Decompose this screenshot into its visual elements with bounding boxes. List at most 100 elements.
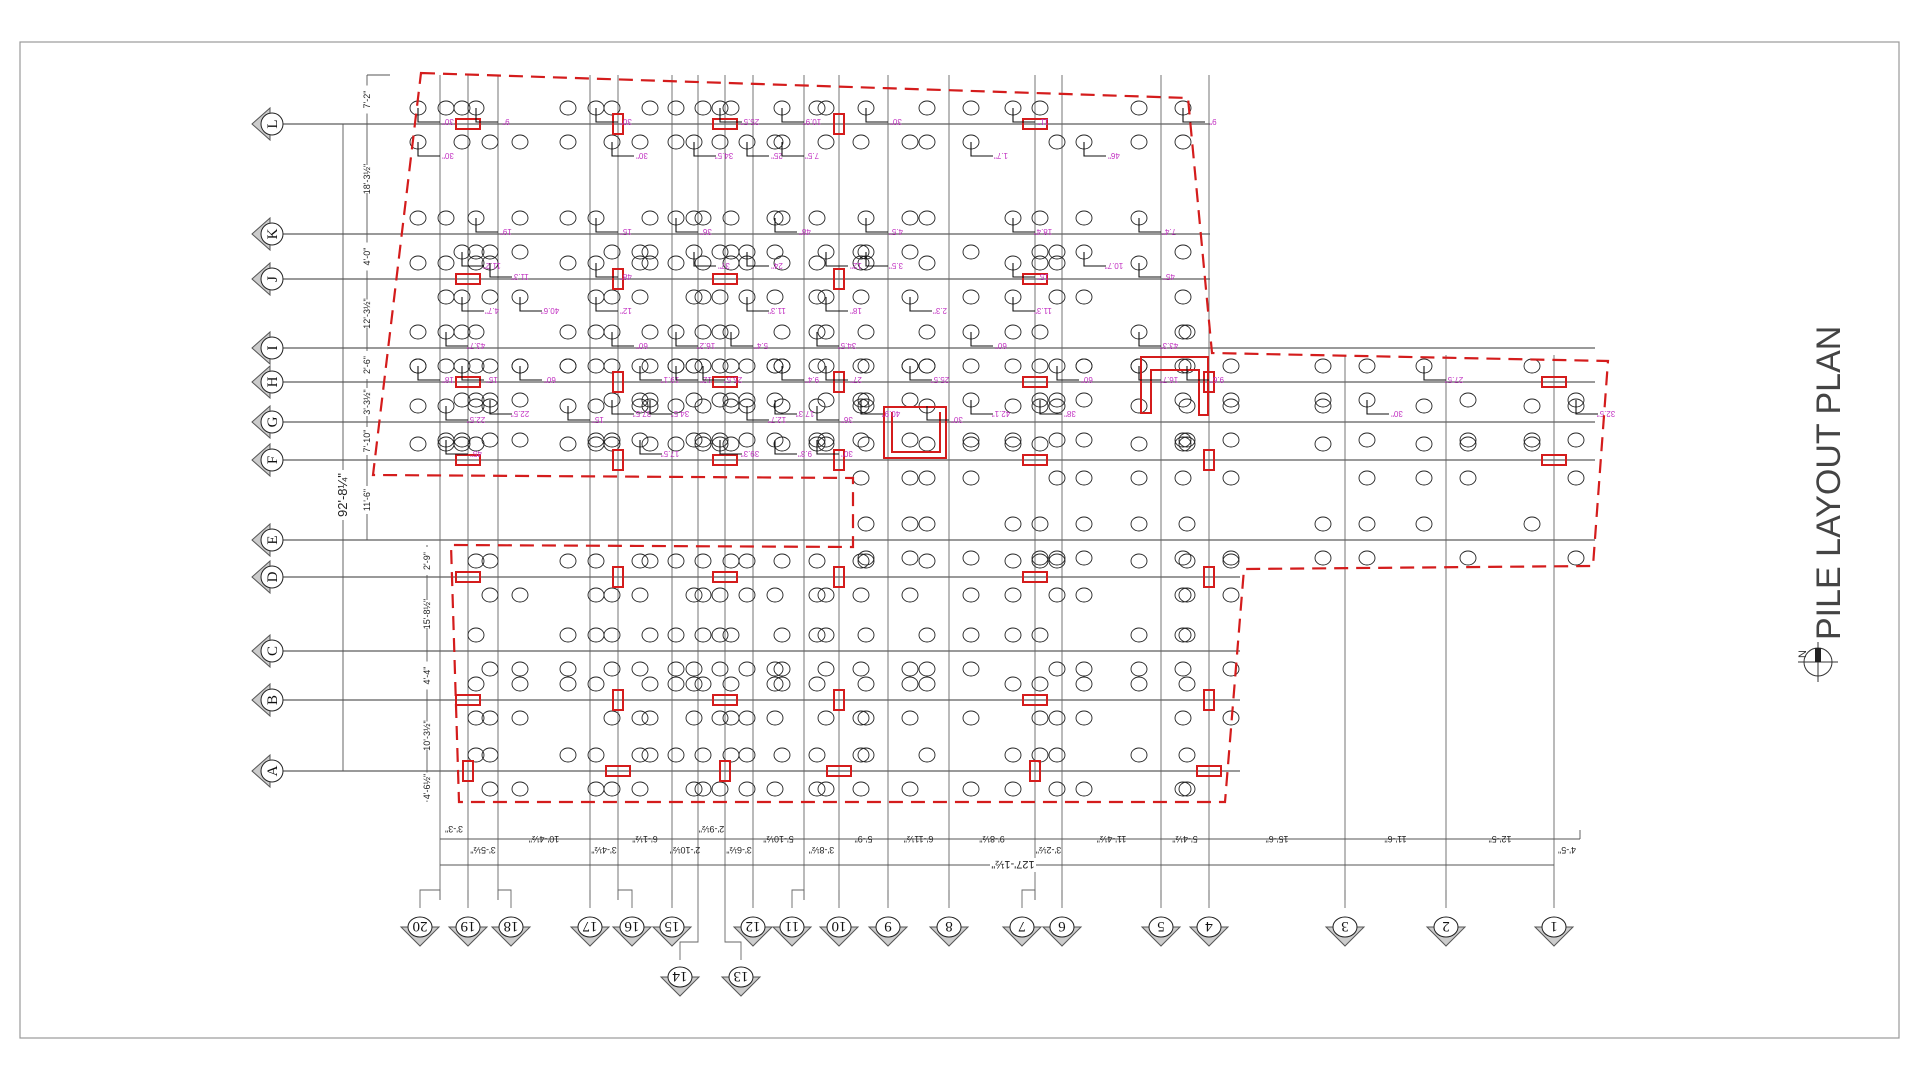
grid-bubble-row-K: K (251, 216, 292, 252)
grid-bubble-col-10: 10 (818, 916, 860, 947)
pile (852, 470, 870, 486)
grid-bubble-row-E: E (251, 522, 292, 558)
pile (694, 781, 712, 797)
pile-offset-label: 9.4" (805, 375, 819, 384)
pile (641, 210, 659, 226)
pile (1174, 627, 1192, 643)
pile (467, 627, 485, 643)
pile (918, 470, 936, 486)
pile (1075, 210, 1093, 226)
pile (1174, 436, 1192, 452)
pile (641, 255, 659, 271)
column-label: 3 (1341, 918, 1349, 934)
pile (817, 392, 835, 408)
pile-offset-label: 4.7" (485, 306, 499, 315)
pile-cap (712, 273, 738, 285)
pile (1314, 516, 1332, 532)
pile (559, 210, 577, 226)
pile (1567, 550, 1585, 566)
pile (1048, 432, 1066, 448)
pile (817, 432, 835, 448)
pile (962, 661, 980, 677)
pile-cap (455, 118, 481, 130)
pile (667, 100, 685, 116)
column-label: 8 (945, 918, 953, 934)
row-dimension: 18'-3½" (362, 164, 372, 194)
pile-offset-label: 1.7" (994, 151, 1008, 160)
pile (467, 398, 485, 414)
pile (857, 627, 875, 643)
column-label: 16 (624, 918, 640, 934)
pile (587, 747, 605, 763)
pile-offset-label: 30" (442, 151, 454, 160)
pile-offset-label: 19.1" (661, 375, 680, 384)
column-label: 12 (746, 918, 761, 934)
grid-bubble-col-7: 7 (1001, 916, 1043, 947)
grid-bubble-col-20: 20 (399, 916, 441, 947)
pile (722, 244, 740, 260)
sheet-frame (19, 41, 1900, 1039)
column-dimension: 11'-4½" (1097, 834, 1127, 844)
pile (1174, 550, 1192, 566)
pile (1004, 432, 1022, 448)
pile-cap (1203, 689, 1215, 711)
pile-offset-label: 60" (636, 341, 648, 350)
pile (694, 436, 712, 452)
pile (641, 358, 659, 374)
pile (511, 710, 529, 726)
pile (641, 747, 659, 763)
pile (1031, 516, 1049, 532)
pile (1314, 436, 1332, 452)
pile (766, 661, 784, 677)
pile (631, 710, 649, 726)
pile-cap (612, 371, 624, 393)
pile (918, 553, 936, 569)
pile-offset-label: 43.3" (1160, 341, 1179, 350)
pile (1178, 747, 1196, 763)
row-label: H (265, 376, 281, 387)
pile (631, 587, 649, 603)
pile (587, 358, 605, 374)
pile-cap (1022, 118, 1048, 130)
grid-bubble-col-4: 4 (1188, 916, 1230, 947)
pile-offset-label: 11.3" (511, 272, 529, 281)
pile-offset-label: 34.5" (838, 341, 857, 350)
row-dimension: 7'-2" (362, 91, 372, 109)
pile (808, 587, 826, 603)
pile-cap (712, 376, 738, 388)
column-dimension: 12'-5" (1489, 834, 1512, 844)
pile (587, 587, 605, 603)
pile (1459, 470, 1477, 486)
column-dimension: 6'-1½" (632, 834, 657, 844)
pile (1358, 550, 1376, 566)
pile (817, 587, 835, 603)
pile (467, 553, 485, 569)
pile (685, 392, 703, 408)
pile (511, 676, 529, 692)
pile (1174, 470, 1192, 486)
pile (1415, 398, 1433, 414)
column-dimension: 3'-3" (445, 824, 463, 834)
grid-bubble-col-15: 15 (651, 916, 693, 947)
column-label: 2 (1442, 918, 1450, 934)
pile (1031, 255, 1049, 271)
pile-cap (605, 765, 631, 777)
grid-bubble-col-5: 5 (1140, 916, 1182, 947)
pile (1048, 587, 1066, 603)
pile-offset-label: 25.5" (724, 375, 743, 384)
pile (1178, 627, 1196, 643)
pile (1178, 432, 1196, 448)
pile (857, 550, 875, 566)
grid-bubble-col-11: 11 (771, 916, 813, 947)
pile-offset-label: 46" (1108, 151, 1120, 160)
pile (467, 392, 485, 408)
pile (631, 781, 649, 797)
pile (773, 553, 791, 569)
pile (667, 747, 685, 763)
pile-cap (719, 760, 731, 782)
pile-cap (833, 371, 845, 393)
pile-offset-label: 9" (502, 117, 509, 126)
pile-offset-label: 48" (799, 227, 811, 236)
pile-offset-label: 15" (486, 375, 498, 384)
pile (694, 676, 712, 692)
